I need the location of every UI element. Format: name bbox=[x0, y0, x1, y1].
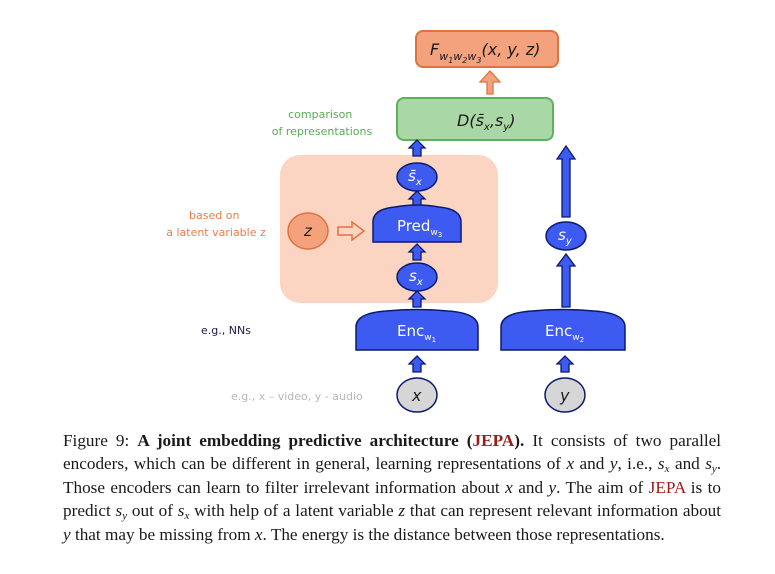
arrow-up-icon bbox=[556, 355, 574, 373]
arrow-up-icon bbox=[408, 355, 426, 373]
modality-label: e.g., x – video, y - audio bbox=[231, 390, 363, 403]
predicted-representation-node: s̄x bbox=[396, 162, 438, 192]
figure-number: Figure 9: bbox=[63, 431, 130, 450]
nn-label: e.g., NNs bbox=[201, 324, 251, 337]
y-input-node: y bbox=[544, 377, 586, 413]
svg-text:sx: sx bbox=[409, 267, 423, 288]
distance-box: D(s̄x,sy) bbox=[396, 97, 554, 141]
svg-text:z: z bbox=[303, 222, 313, 240]
comparison-label: comparison of representations bbox=[272, 108, 373, 138]
arrow-up-icon bbox=[408, 139, 426, 157]
svg-text:Encw1: Encw1 bbox=[397, 322, 436, 344]
jepa-link[interactable]: JEPA bbox=[472, 431, 515, 450]
latent-variable-node: z bbox=[287, 212, 329, 250]
latent-label: based on a latent variable z bbox=[166, 209, 266, 239]
energy-symbol: F bbox=[430, 40, 440, 59]
caption-title: A joint embedding predictive architectur… bbox=[137, 431, 525, 450]
jepa-link[interactable]: JEPA bbox=[648, 477, 686, 497]
svg-text:Predw3: Predw3 bbox=[397, 217, 442, 239]
x-encoder-node: Encw1 bbox=[355, 308, 479, 351]
predictor-node: Predw3 bbox=[372, 204, 462, 243]
y-encoder-node: Encw2 bbox=[500, 308, 626, 351]
figure-caption: Figure 9: A joint embedding predictive a… bbox=[63, 431, 722, 544]
svg-text:y: y bbox=[559, 386, 570, 405]
x-input-node: x bbox=[396, 377, 438, 413]
svg-text:Encw2: Encw2 bbox=[545, 322, 584, 344]
jepa-diagram: Fw1w2w3(x, y, z) D(s̄x,sy) comparison of… bbox=[166, 30, 626, 413]
latent-arrow-icon bbox=[337, 220, 366, 242]
y-representation-node: sy bbox=[545, 221, 587, 251]
svg-text:sy: sy bbox=[558, 226, 573, 247]
svg-text:s̄x: s̄x bbox=[408, 167, 422, 188]
energy-arrow-icon bbox=[478, 70, 502, 95]
svg-text:D(s̄x,sy): D(s̄x,sy) bbox=[457, 111, 515, 133]
svg-text:x: x bbox=[411, 386, 422, 405]
long-arrow-up-icon bbox=[555, 144, 577, 218]
x-representation-node: sx bbox=[396, 262, 438, 292]
svg-text:Fw1w2w3(x, y, z): Fw1w2w3(x, y, z) bbox=[430, 40, 540, 65]
energy-function-box: Fw1w2w3(x, y, z) bbox=[415, 30, 559, 68]
long-arrow-up-icon bbox=[555, 252, 577, 308]
